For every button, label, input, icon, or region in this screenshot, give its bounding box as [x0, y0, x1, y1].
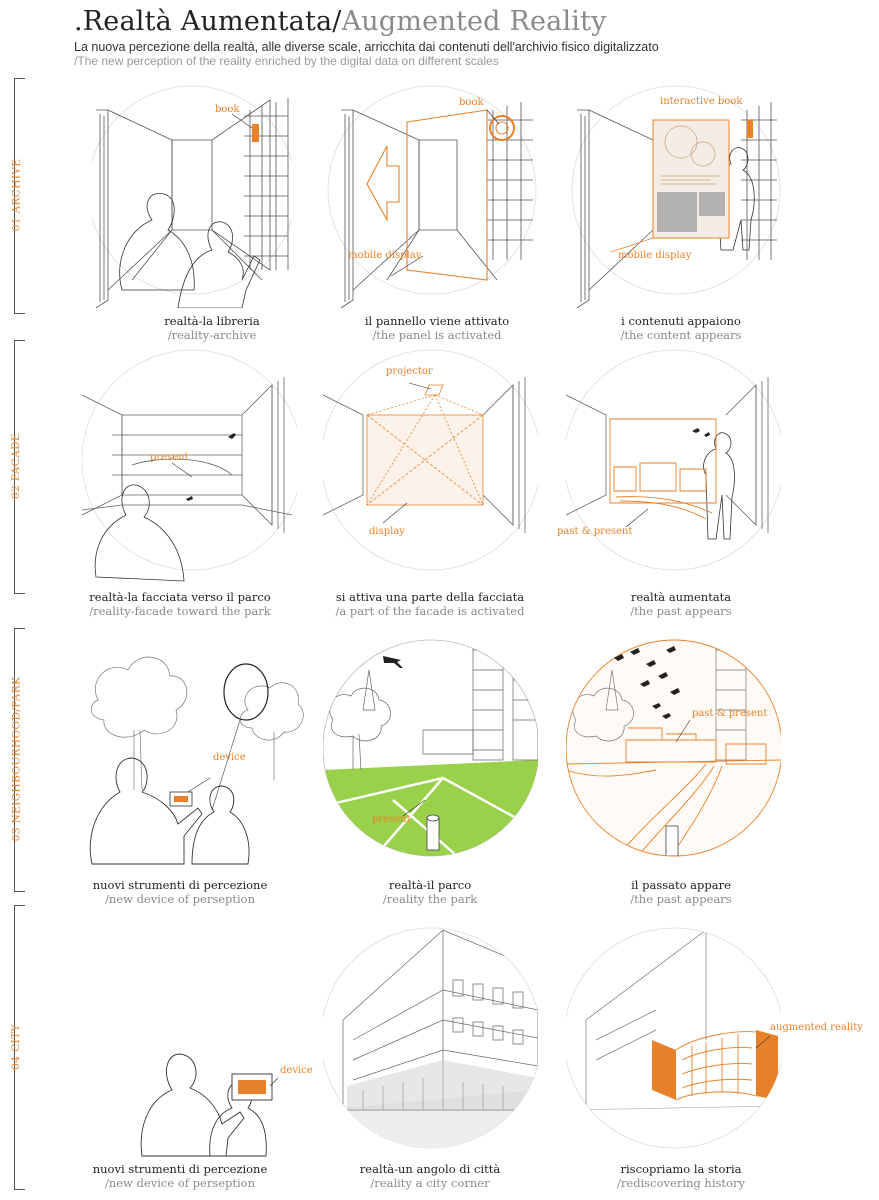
subtitle-english: /The new perception of the reality enric…	[74, 54, 499, 68]
caption-panel-activated: il pannello viene attivato/the panel is …	[364, 314, 510, 342]
caption-archive-reality: realtà-la libreria/reality-archive	[164, 314, 260, 342]
caption-park-reality: realtà-il parco/reality the park	[382, 878, 478, 906]
tag-interactive-book: interactive book	[660, 96, 743, 107]
row-bracket-city	[14, 905, 25, 1190]
park-past-illustration	[566, 639, 781, 857]
row-bracket-park	[14, 628, 25, 892]
tag-mobile-display: mobile display	[618, 250, 692, 261]
tag-past-present: past & present	[557, 526, 633, 537]
caption-new-device: nuovi strumenti di percezione/new device…	[92, 878, 268, 906]
tag-past-present: past & present	[692, 708, 768, 719]
caption-past-appears: il passato appare/the past appears	[630, 878, 732, 906]
caption-facade-reality: realtà-la facciata verso il parco/realit…	[89, 590, 271, 618]
caption-city-corner: realtà-un angolo di città/reality a city…	[359, 1162, 501, 1190]
title-italian: .Realtà Aumentata/	[74, 6, 342, 37]
tag-present: present	[150, 452, 189, 463]
city-history-illustration	[566, 927, 781, 1149]
subtitle-italian: La nuova percezione della realtà, alle d…	[74, 40, 659, 54]
tag-projector: projector	[386, 366, 433, 377]
caption-city-device: nuovi strumenti di percezione/new device…	[92, 1162, 268, 1190]
archive-panel-activated-illustration	[327, 85, 537, 308]
caption-content-appears: i contenuti appaiono/the content appears	[620, 314, 742, 342]
facade-reality-illustration	[82, 349, 297, 582]
archive-content-illustration	[571, 85, 781, 308]
tag-augmented-reality: augmented reality	[770, 1022, 863, 1033]
tag-device: device	[280, 1065, 313, 1076]
caption-facade-augmented: realtà aumentata/the past appears	[630, 590, 732, 618]
facade-augmented-illustration	[566, 349, 781, 571]
tag-device: device	[213, 752, 246, 763]
tag-present: present	[372, 814, 411, 825]
row-label-facade: 02 FACADE	[10, 433, 22, 499]
page-title: .Realtà Aumentata/Augmented Reality	[74, 6, 607, 37]
city-device-illustration	[140, 1053, 279, 1157]
archive-reality-illustration	[92, 85, 292, 308]
city-corner-illustration	[323, 927, 538, 1149]
tag-book: book	[459, 97, 484, 108]
row-bracket-archive	[14, 78, 25, 314]
park-device-illustration	[89, 656, 304, 865]
row-label-park: 03 NEIGHBOURHOOD/PARK	[10, 676, 22, 842]
tag-display: display	[369, 526, 405, 537]
facade-activated-illustration	[323, 349, 538, 571]
tag-mobile-display: mobile display	[348, 250, 422, 261]
tag-book: book	[215, 104, 240, 115]
row-label-city: 04 CITY	[10, 1023, 22, 1070]
park-reality-illustration	[323, 639, 538, 857]
row-label-archive: 01 ARCHIVE	[10, 158, 22, 232]
title-english: Augmented Reality	[341, 6, 607, 37]
caption-rediscovering-history: riscopriamo la storia/rediscovering hist…	[617, 1162, 745, 1190]
caption-facade-activated: si attiva una parte della facciata/a par…	[335, 590, 525, 618]
row-bracket-facade	[14, 340, 25, 594]
